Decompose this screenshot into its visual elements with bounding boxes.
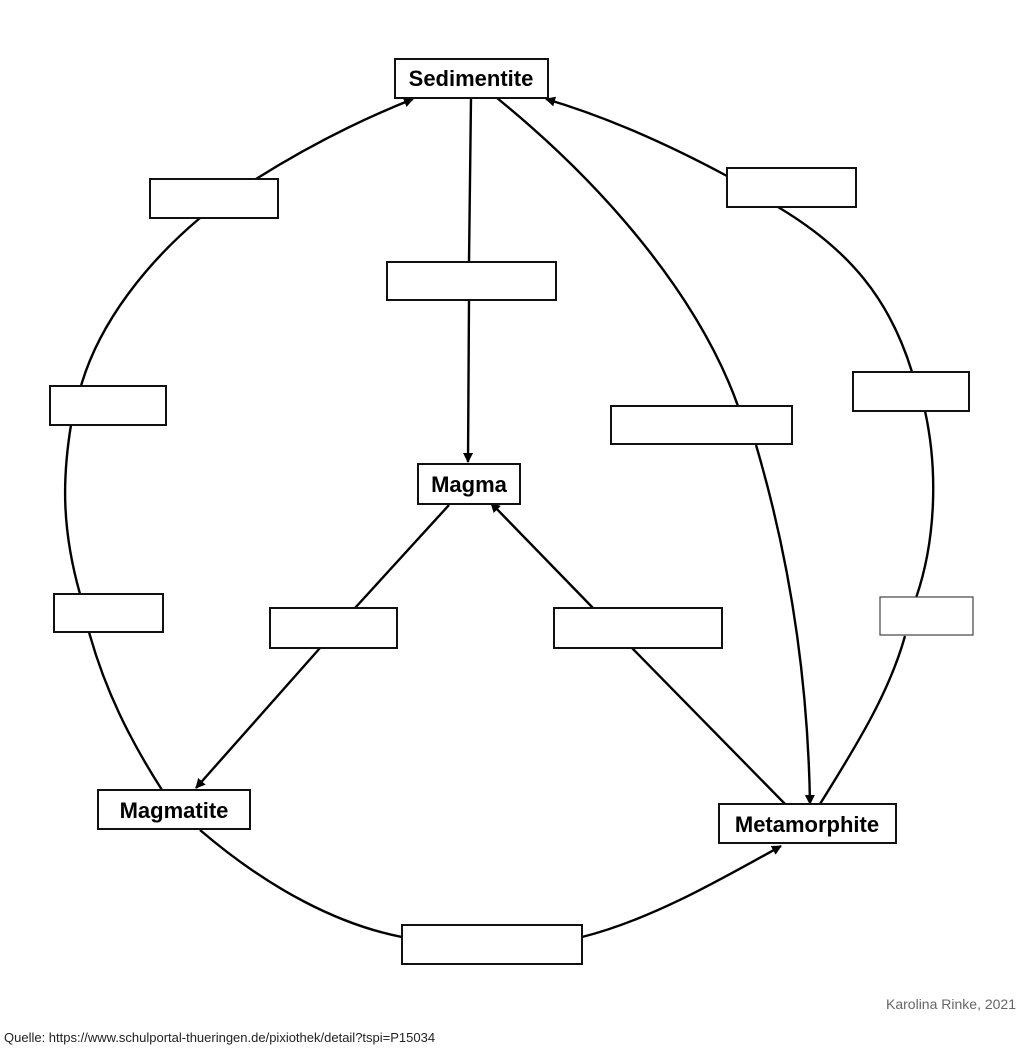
edge-right-upper <box>777 205 914 373</box>
edge-left-middle <box>63 424 82 595</box>
node-magmatite: Magmatite <box>97 789 251 830</box>
blank-label-left-middle[interactable] <box>49 385 167 426</box>
author-credit: Karolina Rinke, 2021 <box>886 996 1016 1012</box>
edge-sedimentite-to-magma <box>468 97 471 462</box>
edge-metamorphite-to-sedimentite-lower <box>818 635 907 805</box>
node-sedimentite-label: Sedimentite <box>409 66 534 91</box>
edge-magmatite-lower-left <box>87 631 164 791</box>
edge-sedimentite-to-metamorphite <box>496 97 810 804</box>
blank-label-meta-to-sed[interactable] <box>726 167 857 208</box>
source-credit: Quelle: https://www.schulportal-thuering… <box>4 1030 436 1045</box>
blank-label-magmatite-to-meta[interactable] <box>401 924 583 965</box>
blank-label-magma-to-magmatite[interactable] <box>269 607 398 649</box>
blank-label-right-lower[interactable] <box>879 596 974 636</box>
node-metamorphite-label: Metamorphite <box>735 812 879 837</box>
edge-right-middle <box>914 410 935 599</box>
edge-magmatite-to-metamorphite-right <box>581 844 782 939</box>
blank-label-sed-to-magma[interactable] <box>386 261 557 301</box>
edge-magma-to-magmatite <box>196 504 450 788</box>
blank-label-right-upper[interactable] <box>852 371 970 412</box>
node-magma: Magma <box>417 463 521 505</box>
node-metamorphite: Metamorphite <box>718 803 897 844</box>
edge-to-sedimentite-right <box>545 96 728 178</box>
blank-label-meta-to-magma[interactable] <box>553 607 723 649</box>
blank-label-sed-to-meta[interactable] <box>610 405 793 445</box>
edge-metamorphite-to-magma <box>491 503 788 807</box>
blank-label-magmatite-to-sed-upper[interactable] <box>149 178 279 219</box>
node-magma-label: Magma <box>431 472 508 497</box>
node-magmatite-label: Magmatite <box>120 798 229 823</box>
node-sedimentite: Sedimentite <box>394 58 549 99</box>
edge-magmatite-to-metamorphite-left <box>199 829 403 939</box>
edge-to-sedimentite-left <box>255 97 414 181</box>
blank-label-left-lower[interactable] <box>53 593 164 633</box>
edge-left-upper <box>79 217 201 387</box>
